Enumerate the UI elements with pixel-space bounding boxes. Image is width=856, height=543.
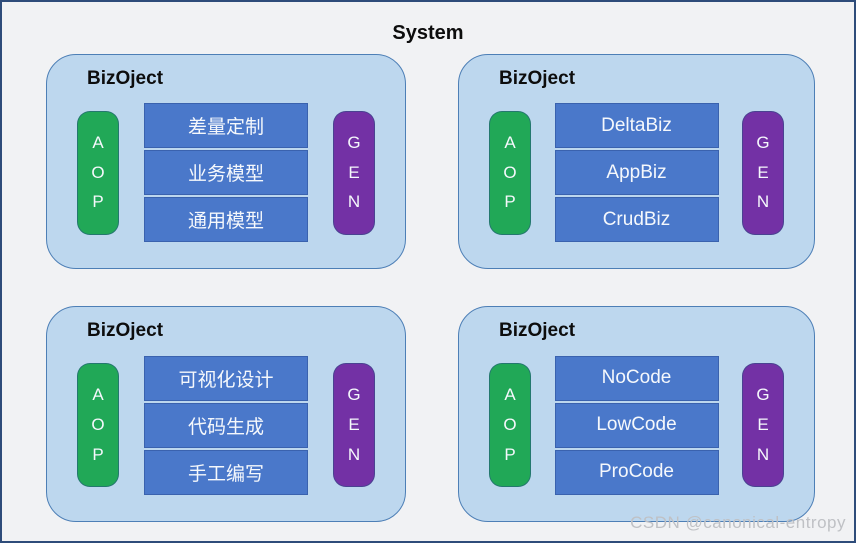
layer-row: ProCode xyxy=(554,449,719,495)
bizobject-panel-top-right: BizOject AOP DeltaBiz AppBiz CrudBiz GEN xyxy=(458,54,815,269)
layer-row: NoCode xyxy=(554,355,719,401)
aop-pill: AOP xyxy=(489,110,531,235)
layer-stack: NoCode LowCode ProCode xyxy=(554,355,719,495)
gen-pill-label: GEN xyxy=(756,385,770,464)
system-title: System xyxy=(392,22,464,44)
layer-row: 业务模型 xyxy=(144,150,308,195)
gen-pill: GEN xyxy=(742,110,784,235)
aop-pill: AOP xyxy=(77,363,119,487)
panel-title: BizOject xyxy=(87,320,164,341)
gen-pill: GEN xyxy=(333,110,375,235)
panel-body: AOP DeltaBiz AppBiz CrudBiz GEN xyxy=(489,91,784,254)
gen-pill-label: GEN xyxy=(347,385,361,464)
gen-pill-label: GEN xyxy=(347,132,361,212)
bizobject-panel-bottom-left: BizOject AOP 可视化设计 代码生成 手工编写 GEN xyxy=(46,306,406,522)
gen-pill-label: GEN xyxy=(756,132,770,212)
aop-pill-label: AOP xyxy=(503,385,517,464)
panel-title: BizOject xyxy=(499,320,576,341)
aop-pill: AOP xyxy=(489,363,531,487)
bizobject-panel-top-left: BizOject AOP 差量定制 业务模型 通用模型 GEN xyxy=(46,54,406,269)
aop-pill: AOP xyxy=(77,110,119,235)
layer-row: 通用模型 xyxy=(144,197,308,242)
aop-pill-label: AOP xyxy=(91,132,105,212)
panel-body: AOP 差量定制 业务模型 通用模型 GEN xyxy=(77,91,375,254)
layer-stack: 差量定制 业务模型 通用模型 xyxy=(144,103,308,242)
layer-row: 可视化设计 xyxy=(144,355,308,401)
watermark: CSDN @canonical-entropy xyxy=(630,513,846,532)
panel-body: AOP 可视化设计 代码生成 手工编写 GEN xyxy=(77,343,375,507)
gen-pill: GEN xyxy=(333,363,375,487)
layer-row: 手工编写 xyxy=(144,449,308,495)
aop-pill-label: AOP xyxy=(503,132,517,212)
layer-row: AppBiz xyxy=(554,150,719,195)
layer-stack: 可视化设计 代码生成 手工编写 xyxy=(144,355,308,495)
gen-pill: GEN xyxy=(742,363,784,487)
layer-stack: DeltaBiz AppBiz CrudBiz xyxy=(554,103,719,242)
layer-row: LowCode xyxy=(554,402,719,448)
panel-body: AOP NoCode LowCode ProCode GEN xyxy=(489,343,784,507)
panel-title: BizOject xyxy=(87,68,164,89)
layer-row: DeltaBiz xyxy=(554,103,719,148)
layer-row: 代码生成 xyxy=(144,402,308,448)
layer-row: CrudBiz xyxy=(554,197,719,242)
layer-row: 差量定制 xyxy=(144,103,308,148)
aop-pill-label: AOP xyxy=(91,385,105,464)
bizobject-panel-bottom-right: BizOject AOP NoCode LowCode ProCode GEN xyxy=(458,306,815,522)
panel-title: BizOject xyxy=(499,68,576,89)
